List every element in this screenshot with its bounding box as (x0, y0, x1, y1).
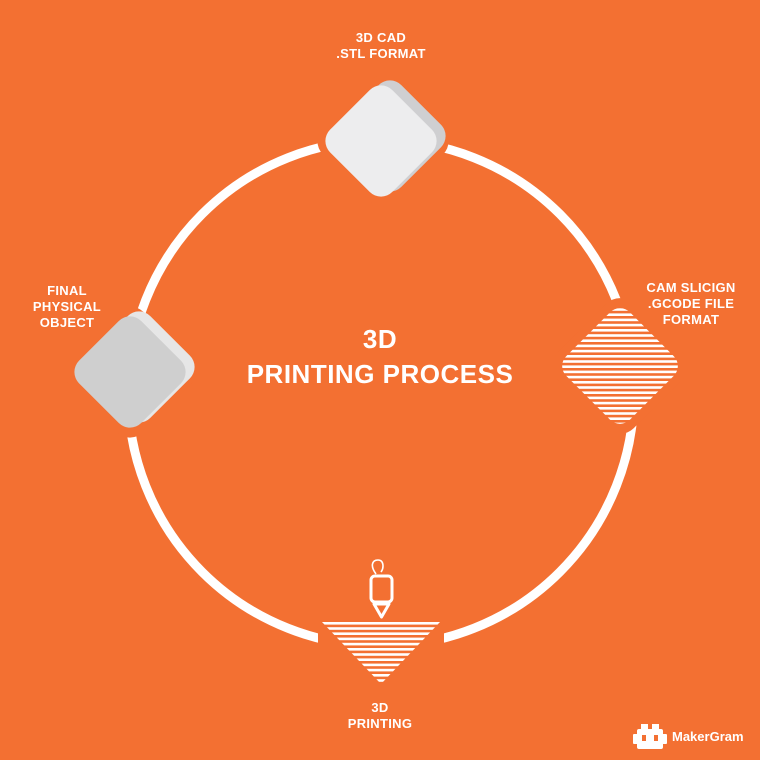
step-label-cam-line-1: CAM SLICIGN (646, 280, 736, 295)
layer-stripe (556, 329, 684, 332)
slicing-layers-icon (552, 298, 688, 434)
layer-stripe (322, 642, 440, 646)
layer-stripe (556, 344, 684, 348)
step-label-final-line-1: FINAL (47, 283, 87, 298)
step-label-final: FINAL PHYSICAL OBJECT (22, 283, 112, 331)
brand-name: MakerGram (672, 729, 744, 744)
layer-stripe (556, 355, 684, 358)
title-line-1: 3D (362, 324, 398, 354)
step-label-final-line-3: OBJECT (39, 315, 95, 330)
layer-stripe (556, 365, 684, 368)
layer-stripe (556, 313, 684, 316)
step-label-cad-line-1: 3D CAD (355, 30, 407, 45)
makergram-logo-icon (633, 724, 667, 749)
layer-stripe (556, 323, 684, 327)
layer-stripe (322, 668, 440, 672)
layer-stripe (322, 622, 440, 625)
step-label-cam-line-2: .GCODE FILE (647, 296, 735, 311)
step-label-printing: 3D PRINTING (320, 700, 440, 732)
step-label-cad-line-2: .STL FORMAT (336, 46, 426, 61)
step-label-cam-line-3: FORMAT (662, 312, 720, 327)
layer-stripe (556, 391, 684, 394)
layer-stripe (556, 407, 684, 410)
layer-stripe (556, 360, 684, 363)
layer-stripe (322, 648, 440, 651)
step-label-printing-line-2: PRINTING (347, 716, 413, 731)
layer-stripe (556, 381, 684, 384)
layer-stripe (556, 334, 684, 337)
layer-stripe (556, 308, 684, 311)
printing-layers-icon (318, 616, 444, 693)
layer-stripe (556, 339, 684, 342)
layer-stripe (322, 632, 440, 635)
title-line-2: PRINTING PROCESS (246, 359, 514, 389)
layer-stripe (318, 690, 444, 693)
step-label-final-line-2: PHYSICAL (32, 299, 102, 314)
layer-stripe (556, 412, 684, 415)
step-label-cad: 3D CAD .STL FORMAT (300, 30, 462, 62)
cycle-ring (123, 135, 639, 651)
diagram-title: 3D PRINTING PROCESS (180, 322, 580, 392)
step-label-printing-line-1: 3D (371, 700, 389, 715)
layer-stripe (556, 396, 684, 400)
layer-stripe (322, 658, 440, 661)
layer-stripe (322, 627, 440, 630)
layer-stripe (322, 653, 440, 656)
layer-stripe (322, 674, 440, 677)
layer-stripe (556, 375, 684, 379)
layer-stripe (556, 318, 684, 322)
layer-stripe (322, 663, 440, 667)
layer-stripe (556, 349, 684, 353)
final-object-icon (64, 306, 196, 438)
cad-model-icon (317, 75, 449, 207)
step-label-cam: CAM SLICIGN .GCODE FILE FORMAT (632, 280, 750, 328)
print-nozzle-icon (369, 559, 394, 619)
layer-stripe (322, 679, 440, 682)
layer-stripe (556, 370, 684, 374)
layer-stripe (556, 401, 684, 405)
layer-stripe (556, 386, 684, 389)
layer-stripe (556, 417, 684, 420)
layer-stripe (322, 637, 440, 641)
brand-logo: MakerGram (672, 729, 744, 744)
